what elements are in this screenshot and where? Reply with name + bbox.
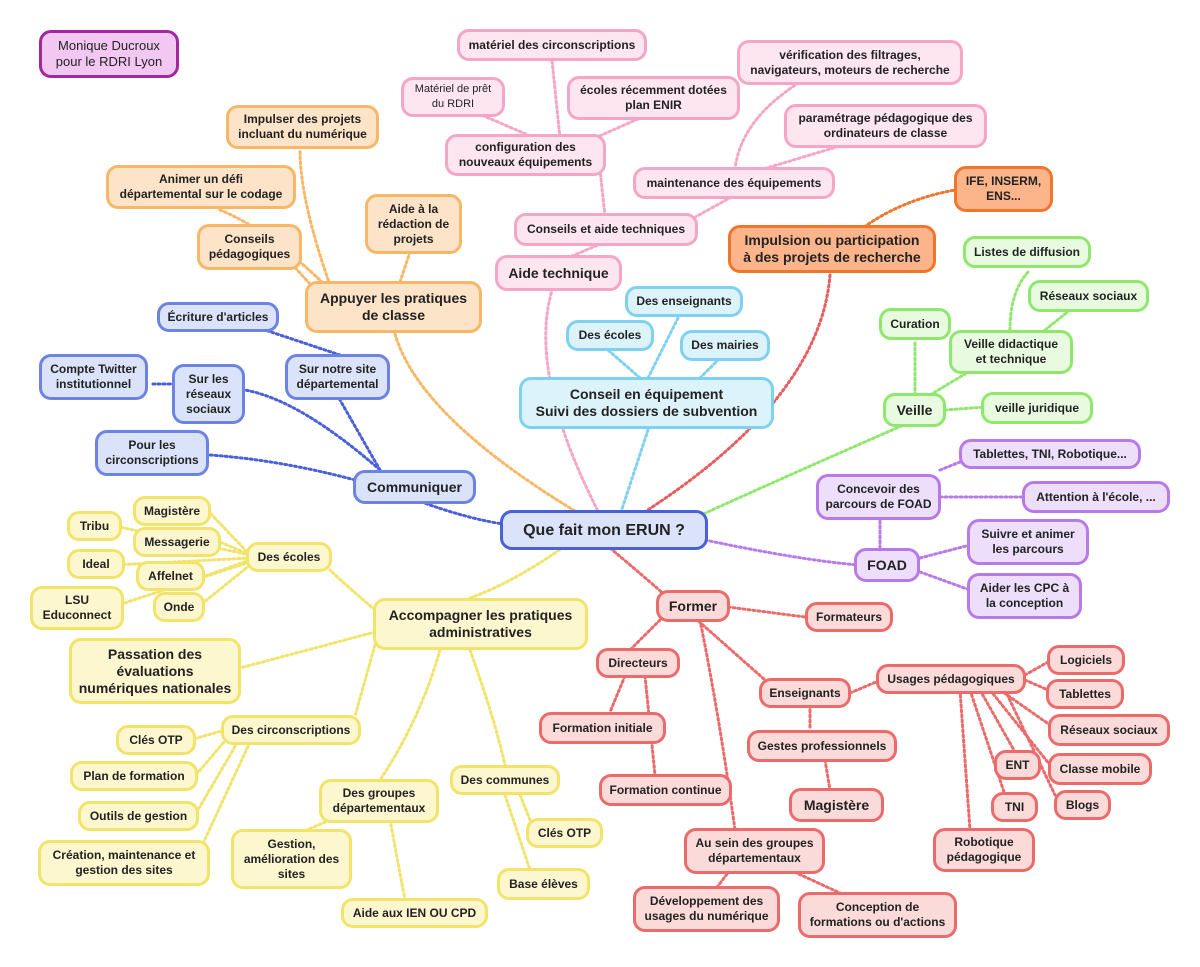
des-ecoles-yellow-node[interactable]: Des écoles: [246, 542, 332, 572]
onde-node[interactable]: Onde: [153, 592, 205, 622]
classe-mobile-node[interactable]: Classe mobile: [1048, 753, 1152, 785]
gestes-professionnels-node[interactable]: Gestes professionnels: [747, 730, 897, 762]
pratiques-administratives-node[interactable]: Accompagner les pratiques administrative…: [373, 598, 588, 650]
veille-didactique-node[interactable]: Veille didactique et technique: [949, 330, 1073, 374]
groupes-departementaux-yellow-node[interactable]: Des groupes départementaux: [319, 779, 439, 823]
magistere-red-node[interactable]: Magistère: [789, 788, 884, 822]
communiquer-node[interactable]: Communiquer: [353, 470, 476, 504]
reseaux-sociaux-green-node[interactable]: Réseaux sociaux: [1028, 280, 1149, 312]
ecoles-enir-node[interactable]: écoles récemment dotées plan ENIR: [567, 76, 740, 120]
ideal-node[interactable]: Ideal: [67, 549, 125, 579]
aide-redaction-node[interactable]: Aide à la rédaction de projets: [365, 194, 462, 254]
central-topic[interactable]: Que fait mon ERUN ?: [500, 510, 708, 550]
creation-sites-node[interactable]: Création, maintenance et gestion des sit…: [38, 840, 210, 886]
veille-juridique-node[interactable]: veille juridique: [981, 392, 1093, 424]
tribu-node[interactable]: Tribu: [67, 511, 122, 541]
materiel-pret-node[interactable]: Matériel de prêt du RDRI: [401, 77, 505, 117]
curation-node[interactable]: Curation: [879, 308, 951, 340]
compte-twitter-node[interactable]: Compte Twitter institutionnel: [39, 354, 148, 400]
des-circonscriptions-node[interactable]: Des circonscriptions: [221, 715, 361, 745]
des-communes-node[interactable]: Des communes: [450, 765, 560, 795]
ecriture-articles-node[interactable]: Écriture d'articles: [157, 302, 279, 332]
foad-node[interactable]: FOAD: [854, 548, 920, 582]
tablettes-tni-node[interactable]: Tablettes, TNI, Robotique...: [959, 439, 1141, 469]
concevoir-parcours-node[interactable]: Concevoir des parcours de FOAD: [816, 474, 941, 520]
ent-node[interactable]: ENT: [994, 750, 1041, 780]
aide-technique-node[interactable]: Aide technique: [495, 255, 622, 291]
formation-continue-node[interactable]: Formation continue: [599, 774, 732, 806]
verification-filtrages-node[interactable]: vérification des filtrages, navigateurs,…: [737, 40, 963, 85]
reseaux-sociaux-red-node[interactable]: Réseaux sociaux: [1048, 714, 1170, 746]
pour-circonscriptions-node[interactable]: Pour les circonscriptions: [95, 430, 209, 476]
des-ecoles-cyan-node[interactable]: Des écoles: [566, 320, 654, 351]
aide-ien-cpd-node[interactable]: Aide aux IEN OU CPD: [341, 898, 488, 928]
enseignants-node[interactable]: Enseignants: [759, 678, 851, 708]
outils-gestion-node[interactable]: Outils de gestion: [78, 801, 199, 831]
conception-formations-node[interactable]: Conception de formations ou d'actions: [798, 892, 957, 938]
configuration-equipements-node[interactable]: configuration des nouveaux équipements: [445, 134, 606, 176]
impulser-projets-node[interactable]: Impulser des projets incluant du numériq…: [226, 105, 379, 149]
ife-inserm-ens-node[interactable]: IFE, INSERM, ENS...: [954, 166, 1053, 212]
veille-node[interactable]: Veille: [883, 393, 946, 427]
listes-diffusion-node[interactable]: Listes de diffusion: [963, 236, 1091, 268]
parametrage-ordinateurs-node[interactable]: paramétrage pédagogique des ordinateurs …: [784, 104, 987, 148]
cles-otp-node[interactable]: Clés OTP: [116, 725, 196, 755]
author-label: Monique Ducroux pour le RDRI Lyon: [39, 30, 179, 78]
appuyer-pratiques-node[interactable]: Appuyer les pratiques de classe: [305, 281, 482, 333]
reseaux-sociaux-blue-node[interactable]: Sur les réseaux sociaux: [172, 364, 245, 424]
defi-codage-node[interactable]: Animer un défi départemental sur le coda…: [106, 165, 296, 209]
conseils-aide-techniques-node[interactable]: Conseils et aide techniques: [514, 213, 698, 246]
materiel-circonscriptions-node[interactable]: matériel des circonscriptions: [457, 29, 647, 61]
affelnet-node[interactable]: Affelnet: [136, 561, 205, 591]
tni-node[interactable]: TNI: [991, 792, 1038, 822]
aider-cpc-node[interactable]: Aider les CPC à la conception: [967, 573, 1082, 619]
groupes-departementaux-red-node[interactable]: Au sein des groupes départementaux: [684, 828, 825, 874]
conseil-equipement-node[interactable]: Conseil en équipement Suivi des dossiers…: [519, 377, 774, 429]
passation-evaluations-node[interactable]: Passation des évaluations numériques nat…: [69, 638, 241, 704]
formateurs-node[interactable]: Formateurs: [805, 602, 893, 632]
former-node[interactable]: Former: [656, 590, 730, 622]
base-eleves-node[interactable]: Base élèves: [497, 868, 590, 900]
conseils-pedagogiques-node[interactable]: Conseils pédagogiques: [197, 224, 302, 270]
cles-otp-communes-node[interactable]: Clés OTP: [526, 818, 603, 848]
gestion-sites-node[interactable]: Gestion, amélioration des sites: [231, 829, 352, 889]
site-departemental-node[interactable]: Sur notre site départemental: [285, 354, 390, 400]
logiciels-node[interactable]: Logiciels: [1047, 645, 1125, 675]
robotique-node[interactable]: Robotique pédagogique: [933, 828, 1035, 872]
usages-pedagogiques-node[interactable]: Usages pédagogiques: [876, 664, 1026, 694]
maintenance-node[interactable]: maintenance des équipements: [633, 167, 835, 199]
suivre-animer-node[interactable]: Suivre et animer les parcours: [967, 519, 1089, 565]
developpement-usages-node[interactable]: Développement des usages du numérique: [633, 886, 780, 932]
des-enseignants-node[interactable]: Des enseignants: [625, 286, 743, 317]
recherche-node[interactable]: Impulsion ou participation à des projets…: [728, 225, 936, 273]
des-mairies-node[interactable]: Des mairies: [680, 330, 770, 361]
attention-ecole-node[interactable]: Attention à l'école, ...: [1022, 481, 1170, 513]
directeurs-node[interactable]: Directeurs: [596, 648, 680, 678]
plan-formation-node[interactable]: Plan de formation: [70, 761, 198, 791]
formation-initiale-node[interactable]: Formation initiale: [539, 712, 666, 744]
blogs-node[interactable]: Blogs: [1054, 790, 1111, 820]
magistere-yellow-node[interactable]: Magistère: [133, 496, 211, 526]
tablettes-node[interactable]: Tablettes: [1046, 679, 1124, 709]
lsu-educonnect-node[interactable]: LSU Educonnect: [30, 586, 124, 630]
messagerie-node[interactable]: Messagerie: [133, 527, 221, 557]
